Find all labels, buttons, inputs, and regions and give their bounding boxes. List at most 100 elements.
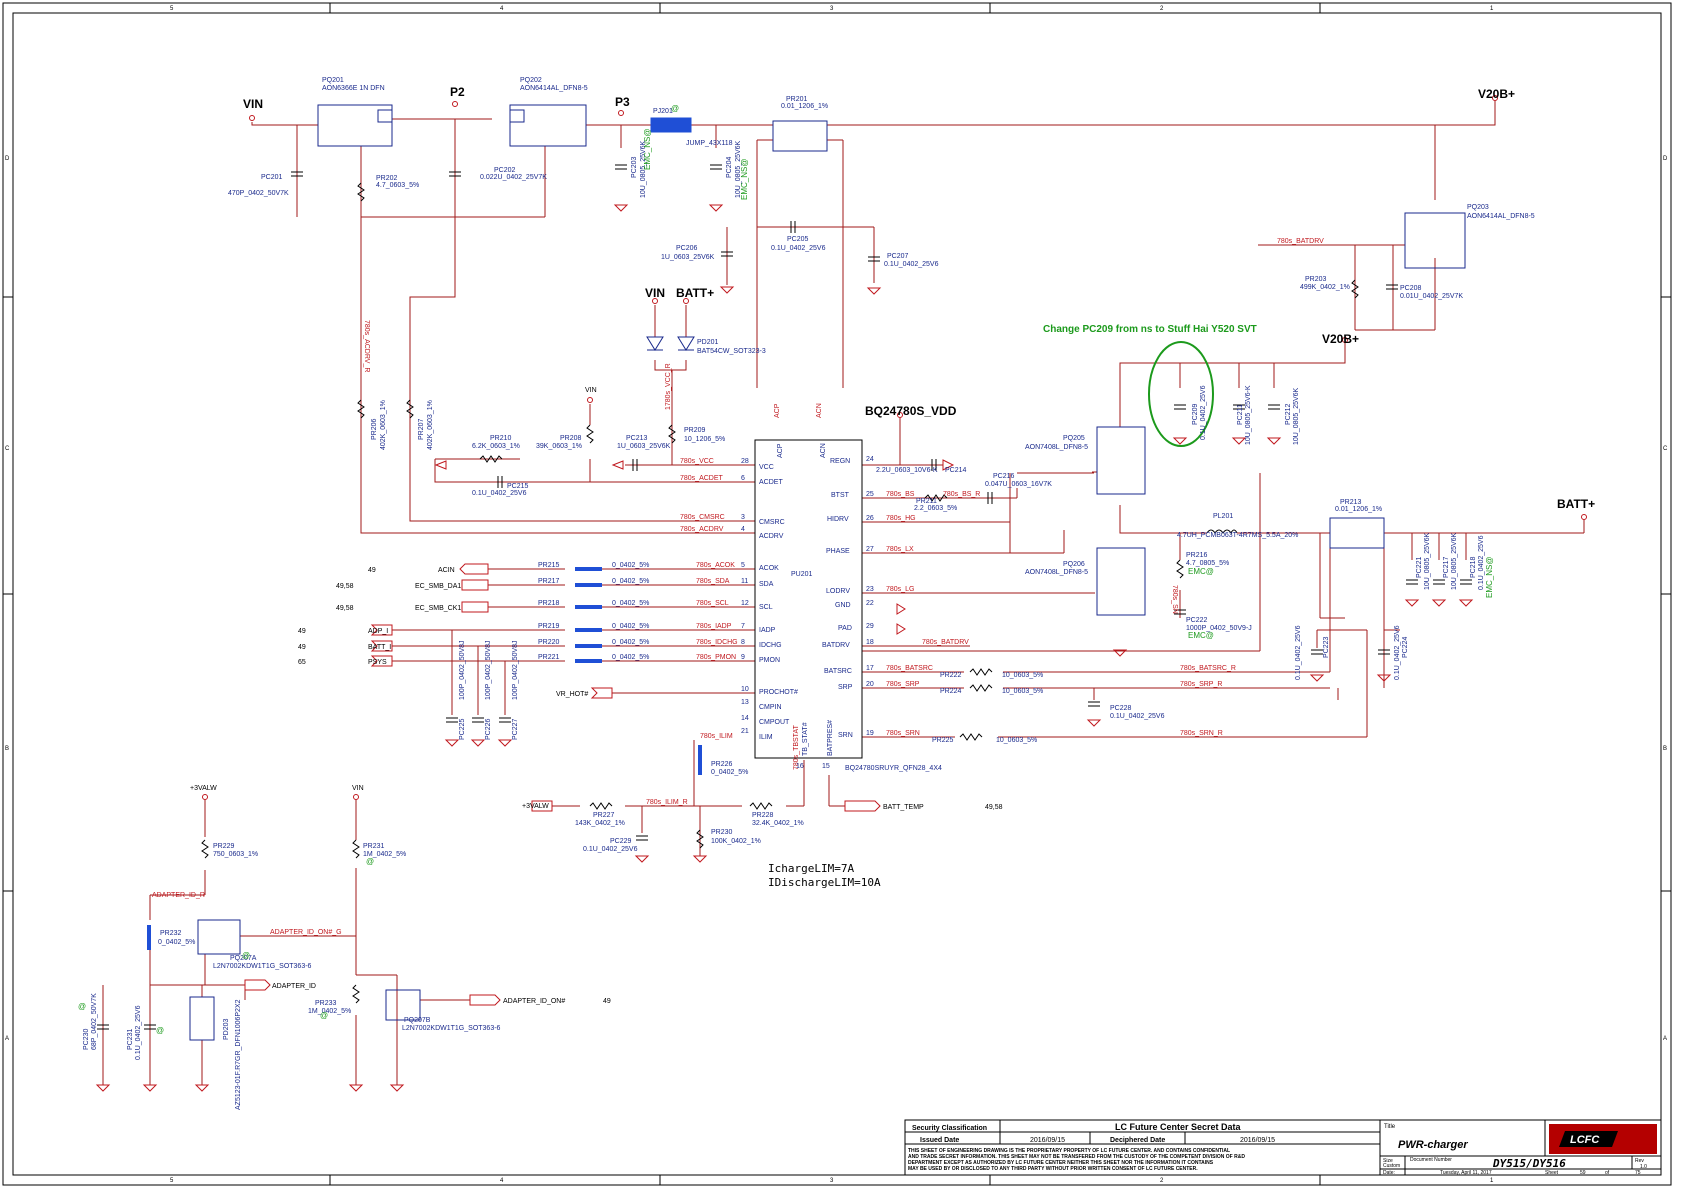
col-label: 5 <box>170 1178 174 1184</box>
part-ref: PC222 <box>1186 617 1208 624</box>
part-value: L2N7002KDW1T1G_SOT363-6 <box>402 1025 501 1032</box>
part-ref: PC227 <box>512 718 519 740</box>
part-ref: PC225 <box>459 718 466 740</box>
part-ref: PQ207A <box>230 955 257 962</box>
p2-label: P2 <box>450 85 465 99</box>
net-label: 780s_ACDET <box>680 475 724 482</box>
part-value: BAT54CW_SOT323-3 <box>697 348 766 355</box>
part-value: AON6366E 1N DFN <box>322 85 385 92</box>
part-ref: PR233 <box>315 1000 337 1007</box>
part-ref: PR226 <box>711 761 733 768</box>
net-label: 780s_IADP <box>696 623 732 630</box>
vin-label: VIN <box>243 97 263 111</box>
part-value: JUMP_43X118 <box>686 140 733 147</box>
part-ref: PC226 <box>485 718 492 740</box>
tb-rev-label: Rev <box>1635 1158 1644 1164</box>
net-label: 780s_SCL <box>696 600 729 607</box>
vin-label: VIN <box>352 785 364 792</box>
net-label: 780s_SRP <box>886 681 920 688</box>
net-label: 780s_SRP_R <box>1180 681 1222 688</box>
part-value: 0_0402_5% <box>612 600 649 607</box>
row-label: B <box>1663 746 1667 752</box>
tb-title-label: Title <box>1384 1124 1396 1130</box>
tb-deciphered: Deciphered Date <box>1110 1137 1165 1144</box>
tb-issued: Issued Date <box>920 1137 959 1144</box>
net-label: 780s_BS_R <box>943 491 980 498</box>
part-value: 0_0402_5% <box>711 769 748 776</box>
batt-label: BATT+ <box>676 286 714 300</box>
net-label: 780s_BATSRC_R <box>1180 665 1236 672</box>
part-value: 10_0603_5% <box>1002 672 1043 679</box>
ic-pin-name: ACN <box>820 443 827 458</box>
part-value: 10_0603_5% <box>1002 688 1043 695</box>
part-value: 0_0402_5% <box>158 939 195 946</box>
sheet-ref: 49 <box>603 998 611 1005</box>
part-ref: PC209 <box>1192 403 1199 425</box>
ic-pin-name: BATSRC <box>824 668 852 675</box>
ic-pin-name: ACP <box>777 443 784 458</box>
net-label: 780s_ACOK <box>696 562 735 569</box>
ic-pin-num: 9 <box>741 654 745 661</box>
part-value: 0.022U_0402_25V7K <box>480 174 547 181</box>
part-ref: PR220 <box>538 639 560 646</box>
part-ref: PR222 <box>940 672 962 679</box>
part-ref: PD203 <box>223 1018 230 1040</box>
net-label: 780s_LG <box>886 586 914 593</box>
ic-pin-name: ILIM <box>759 734 773 741</box>
ic-pin-name: IDCHG <box>759 642 782 649</box>
part-ref: PR221 <box>538 654 560 661</box>
net-label: 780s_IDCHG <box>696 639 738 646</box>
v3valw-label: +3VALW <box>522 803 549 810</box>
part-ref: PC202 <box>494 167 516 174</box>
ic-pin-name: PAD <box>838 625 852 632</box>
net-label: 780s_SRN <box>886 730 920 737</box>
pu201-body <box>754 439 863 759</box>
part-value: 0.1U_0402_25V6 <box>1394 625 1401 680</box>
row-label: C <box>1663 446 1668 452</box>
part-value: 4.7_0805_5% <box>1186 560 1229 567</box>
change-note: Change PC209 from ns to Stuff Hai Y520 S… <box>1043 324 1257 335</box>
title-block <box>904 1119 1662 1176</box>
part-value: 4.7_0603_5% <box>376 182 419 189</box>
ic-pin-num: 28 <box>741 458 749 465</box>
ic-pin-name: BATDRV <box>822 642 850 649</box>
part-value: 0_0402_5% <box>612 623 649 630</box>
row-label: D <box>5 156 10 162</box>
part-ref: PC228 <box>1110 705 1132 712</box>
ic-pin-num: 25 <box>866 491 874 498</box>
part-value: 402K_0603_1% <box>427 400 434 450</box>
col-label: 3 <box>830 1178 834 1184</box>
v20b-label: V20B+ <box>1478 87 1515 101</box>
net-label: ADAPTER_ID_ON#_G <box>270 929 342 936</box>
ic-pin-num: 18 <box>866 639 874 646</box>
emc-ns-tag: EMC_NS@ <box>1485 557 1494 598</box>
part-value: 0_0402_5% <box>612 654 649 661</box>
part-value: 10_0603_5% <box>996 737 1037 744</box>
ic-pin-num: 14 <box>741 715 749 722</box>
tb-disclaimer: DEPARTMENT EXCEPT AS AUTHORIZED BY LC FU… <box>908 1160 1214 1166</box>
part-ref: PQ203 <box>1467 204 1489 211</box>
part-value: 1U_0603_25V6K <box>661 254 715 261</box>
at-tag: @ <box>366 857 374 866</box>
col-label: 3 <box>830 6 834 12</box>
part-value: 10U_0805_25V6-K <box>1245 385 1252 445</box>
part-value: 0.1U_0402_25V6 <box>472 490 527 497</box>
at-tag: @ <box>156 1026 164 1035</box>
ic-pin-name: GND <box>835 602 851 609</box>
emc-ns-tag: EMC_NS@ <box>643 129 652 170</box>
part-ref: PC206 <box>676 245 698 252</box>
part-value: 6.2K_0603_1% <box>472 443 520 450</box>
v3valw-label: +3VALW <box>190 785 217 792</box>
part-value: 4.7UH_PCMB063T-4R7MS_5.5A_20% <box>1177 532 1298 539</box>
net-label: 780s_LX <box>886 546 914 553</box>
ic-pin-num: 20 <box>866 681 874 688</box>
offpage-label: ACIN <box>438 567 455 574</box>
part-ref: PR216 <box>1186 552 1208 559</box>
part-value: 0.1U_0402_25V6 <box>135 1005 142 1060</box>
part-value: AON7408L_DFN8-5 <box>1025 569 1088 576</box>
ic-pin-name: PHASE <box>826 548 850 555</box>
part-value: 499K_0402_1% <box>1300 284 1350 291</box>
offpage-label: ADAPTER_ID <box>272 983 316 990</box>
